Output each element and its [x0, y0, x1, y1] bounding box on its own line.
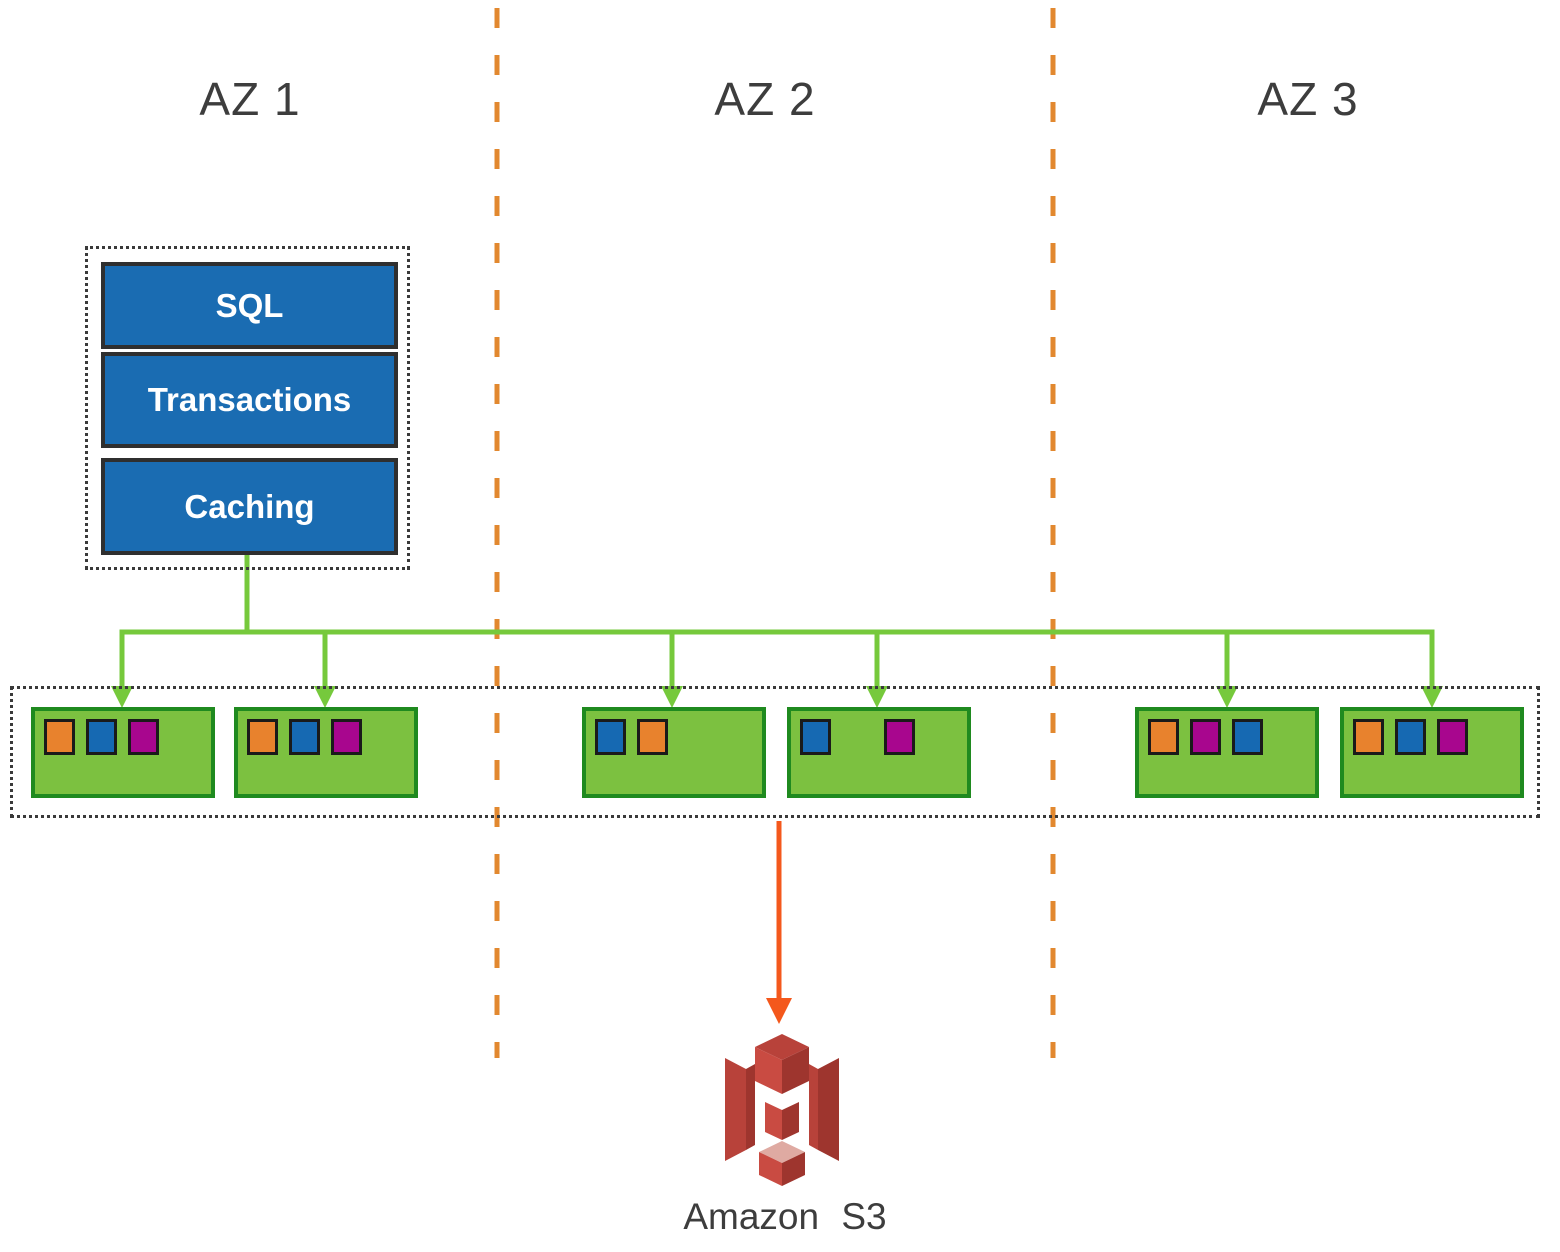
amazon-s3-icon	[725, 1034, 839, 1186]
segment-square-blue	[86, 719, 117, 755]
caching-layer-label: Caching	[184, 487, 315, 525]
az1-label: AZ 1	[199, 73, 301, 125]
sql-layer-label: SQL	[215, 286, 284, 324]
caching-layer-box: Caching	[101, 458, 398, 555]
az3-label: AZ 3	[1257, 73, 1359, 125]
transactions-layer-box: Transactions	[101, 352, 398, 448]
replication-arrowhead	[1216, 686, 1238, 708]
database-instance-group: SQL Transactions Caching	[85, 246, 410, 570]
segment-square-magenta	[331, 719, 362, 755]
segment-square-blue	[595, 719, 626, 755]
storage-cluster-border	[10, 686, 1540, 818]
replication-tree-line	[119, 553, 1435, 691]
s3-arrowhead	[766, 998, 792, 1024]
storage-node-az2-a	[582, 707, 766, 798]
segment-square-orange	[247, 719, 278, 755]
replication-arrowhead	[661, 686, 683, 708]
s3-label: Amazon S3	[683, 1196, 887, 1237]
az2-label: AZ 2	[714, 73, 816, 125]
replication-arrowhead	[314, 686, 336, 708]
segment-square-orange	[1148, 719, 1179, 755]
segment-square-blue	[289, 719, 320, 755]
sql-layer-box: SQL	[101, 262, 398, 349]
segment-square-orange	[1353, 719, 1384, 755]
segment-square-orange	[637, 719, 668, 755]
storage-node-az2-b	[787, 707, 971, 798]
segment-square-magenta	[1190, 719, 1221, 755]
segment-square-magenta	[1437, 719, 1468, 755]
segment-square-magenta	[884, 719, 915, 755]
replication-arrowhead	[1421, 686, 1443, 708]
transactions-layer-label: Transactions	[147, 381, 352, 418]
segment-square-magenta	[128, 719, 159, 755]
segment-square-blue	[1232, 719, 1263, 755]
replication-arrowhead	[111, 686, 133, 708]
storage-node-az1-b	[234, 707, 418, 798]
storage-node-az3-a	[1135, 707, 1319, 798]
replication-arrowhead	[866, 686, 888, 708]
segment-square-blue	[1395, 719, 1426, 755]
storage-node-az3-b	[1340, 707, 1524, 798]
storage-node-az1-a	[31, 707, 215, 798]
segment-square-orange	[44, 719, 75, 755]
segment-square-blue	[800, 719, 831, 755]
